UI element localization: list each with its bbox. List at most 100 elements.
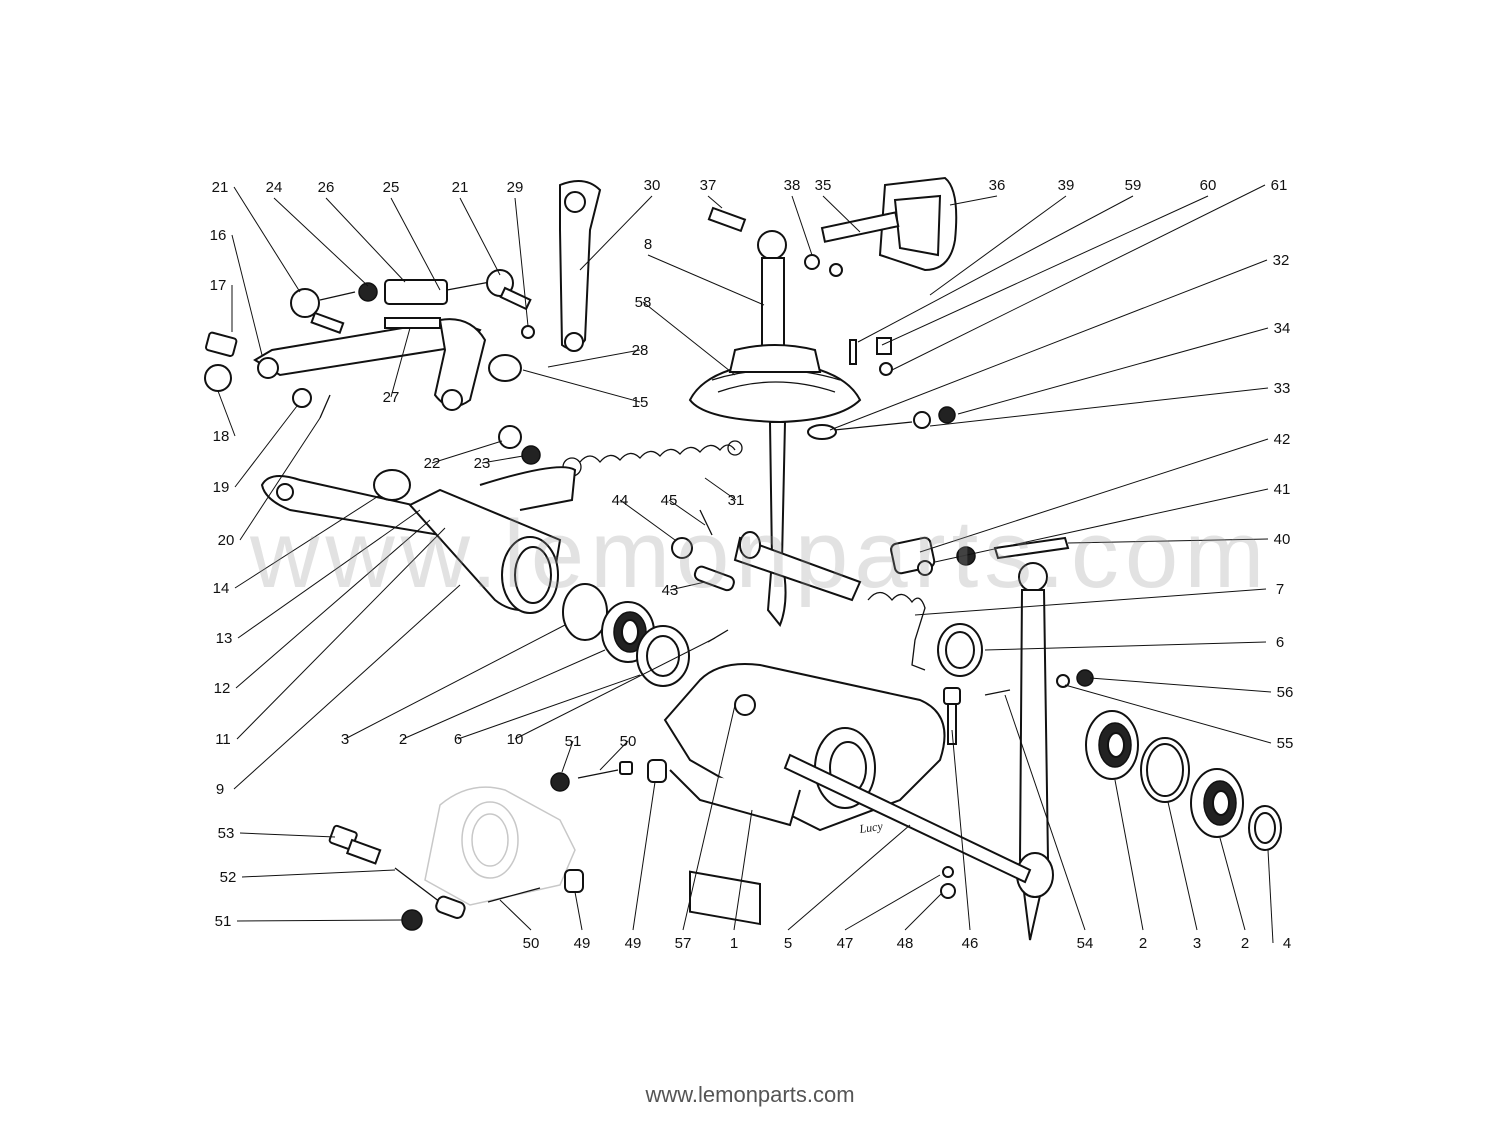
leader-line-32: [829, 259, 1268, 431]
spring-31-shape: [562, 440, 743, 477]
bolt-40-shape: [993, 536, 1070, 560]
part-label-7: 7: [1276, 581, 1284, 598]
leader-line-11: [236, 527, 446, 740]
part-label-2c: 2: [1241, 935, 1249, 952]
nut-18-shape: [204, 364, 232, 392]
leader-line-55: [1064, 684, 1272, 744]
washer-15-shape: [488, 354, 522, 382]
part-label-34: 34: [1274, 320, 1291, 337]
shaft-7-shape: [733, 531, 926, 671]
leader-line-8: [647, 254, 765, 306]
leader-line-58: [642, 301, 736, 376]
nut-41-shape: [956, 546, 976, 566]
part-label-15: 15: [632, 394, 649, 411]
part-label-25: 25: [383, 179, 400, 196]
part-label-3a: 3: [341, 731, 349, 748]
leader-line-3b: [1167, 801, 1198, 931]
tube-9-shape: [260, 466, 577, 614]
leader-line-9: [233, 584, 461, 790]
part-label-6a: 6: [1276, 634, 1284, 651]
leader-line-49a: [574, 891, 583, 931]
leader-line-23: [481, 455, 524, 464]
part-label-16: 16: [210, 227, 227, 244]
leader-line-36: [949, 195, 998, 206]
leader-line-34: [957, 327, 1269, 415]
washer-38b-shape: [829, 263, 843, 277]
part-label-4: 4: [1283, 935, 1291, 952]
part-label-60: 60: [1200, 177, 1217, 194]
part-label-58: 58: [635, 294, 652, 311]
leader-line-60: [881, 195, 1209, 346]
part-drawings: Lucy: [204, 176, 1282, 941]
part-label-48: 48: [897, 935, 914, 952]
part-label-18: 18: [213, 428, 230, 445]
leader-line-42: [919, 438, 1269, 553]
nut-34-shape: [938, 406, 956, 424]
leader-line-6b: [457, 674, 641, 740]
ring-3-shape: [562, 583, 608, 641]
gear-lever-8-shape: [688, 230, 862, 627]
washer-22-shape: [498, 425, 522, 449]
part-label-51a: 51: [565, 733, 582, 750]
leader-line-1: [733, 809, 753, 931]
part-label-36: 36: [989, 177, 1006, 194]
leader-line-12: [235, 519, 431, 689]
leader-line-39: [929, 195, 1067, 296]
part-label-20: 20: [218, 532, 235, 549]
part-label-24: 24: [266, 179, 283, 196]
part-label-31: 31: [728, 492, 745, 509]
pin-20-shape: [319, 394, 331, 419]
part-label-23: 23: [474, 455, 491, 472]
leader-line-29: [514, 197, 529, 327]
leader-line-16: [231, 234, 263, 356]
leader-line-45: [668, 499, 706, 526]
leader-line-38: [791, 195, 813, 256]
part-label-22: 22: [424, 455, 441, 472]
lever-arm-shape: [1016, 562, 1054, 941]
part-label-50b: 50: [523, 935, 540, 952]
leader-line-22: [431, 440, 503, 464]
leader-line-52: [241, 869, 396, 878]
part-label-29: 29: [507, 179, 524, 196]
pin-45-shape: [699, 509, 713, 536]
part-label-55: 55: [1277, 735, 1294, 752]
leader-line-37: [707, 195, 723, 209]
part-label-8: 8: [644, 236, 652, 253]
leader-line-57: [682, 704, 736, 931]
part-label-37: 37: [700, 177, 717, 194]
part-label-17: 17: [210, 277, 227, 294]
part-label-6b: 6: [454, 731, 462, 748]
part-label-11: 11: [215, 731, 231, 748]
part-label-30: 30: [644, 177, 661, 194]
leader-line-30: [579, 195, 653, 271]
leader-line-18: [217, 390, 236, 437]
nut-24-shape: [358, 282, 378, 302]
washer-55-shape: [1056, 674, 1070, 688]
part-label-51b: 51: [215, 913, 232, 930]
bushing-14-shape: [373, 469, 411, 501]
spacer-49-shape: [647, 759, 667, 783]
leader-line-3a: [344, 624, 566, 740]
part-label-21a: 21: [212, 179, 229, 196]
stud-50-shape: [577, 769, 619, 779]
shaft-5-shape: [783, 753, 1032, 884]
washer-29-shape: [521, 325, 535, 339]
part-label-43: 43: [662, 582, 679, 599]
leader-line-25: [390, 197, 441, 291]
artist-signature: Lucy: [857, 819, 884, 836]
leader-line-40: [1067, 538, 1269, 544]
part-label-12: 12: [214, 680, 231, 697]
part-label-5: 5: [784, 935, 792, 952]
lever-16-shape: [253, 318, 487, 411]
part-label-54: 54: [1077, 935, 1094, 952]
part-label-1: 1: [730, 935, 738, 952]
leader-line-56: [1089, 677, 1272, 693]
washer-19-shape: [292, 388, 312, 408]
part-label-39: 39: [1058, 177, 1075, 194]
pin-43-shape: [693, 565, 735, 592]
part-label-38: 38: [784, 177, 801, 194]
leader-line-51b: [236, 919, 403, 922]
leader-line-51a: [561, 740, 574, 773]
